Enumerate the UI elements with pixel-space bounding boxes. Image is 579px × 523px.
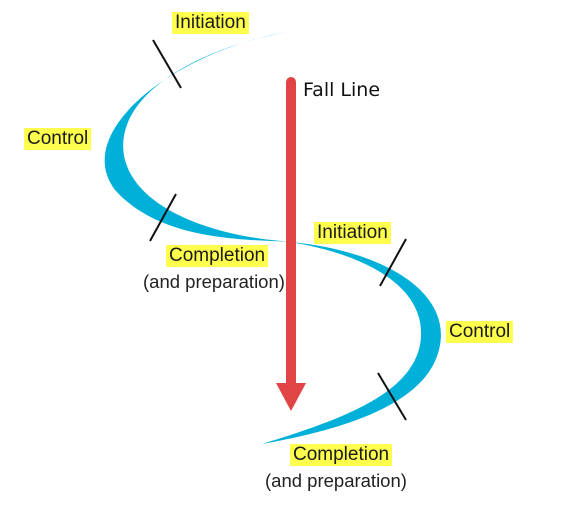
turn-2-completion-divider [377,372,407,421]
turn-1-crescent [104,32,300,242]
turn-1-initiation-divider [152,39,182,89]
turn-1-completion-label: Completion [166,245,269,267]
turn-2-crescent [262,242,441,444]
turn-2-initiation-divider [379,238,407,287]
turn-1-completion-divider [149,193,177,242]
turn-2-completion-note: (and preparation) [265,470,407,491]
turn-2-control-label: Control [446,321,514,343]
turn-1-initiation-label: Initiation [172,12,249,34]
fall-line-label: Fall Line [303,79,381,101]
turn-2-completion-label: Completion [290,444,393,466]
fall-line-arrowhead [276,383,306,411]
turn-1-completion-note: (and preparation) [143,271,285,292]
turn-2-initiation-label: Initiation [314,222,391,244]
turn-1-control-label: Control [24,128,92,150]
